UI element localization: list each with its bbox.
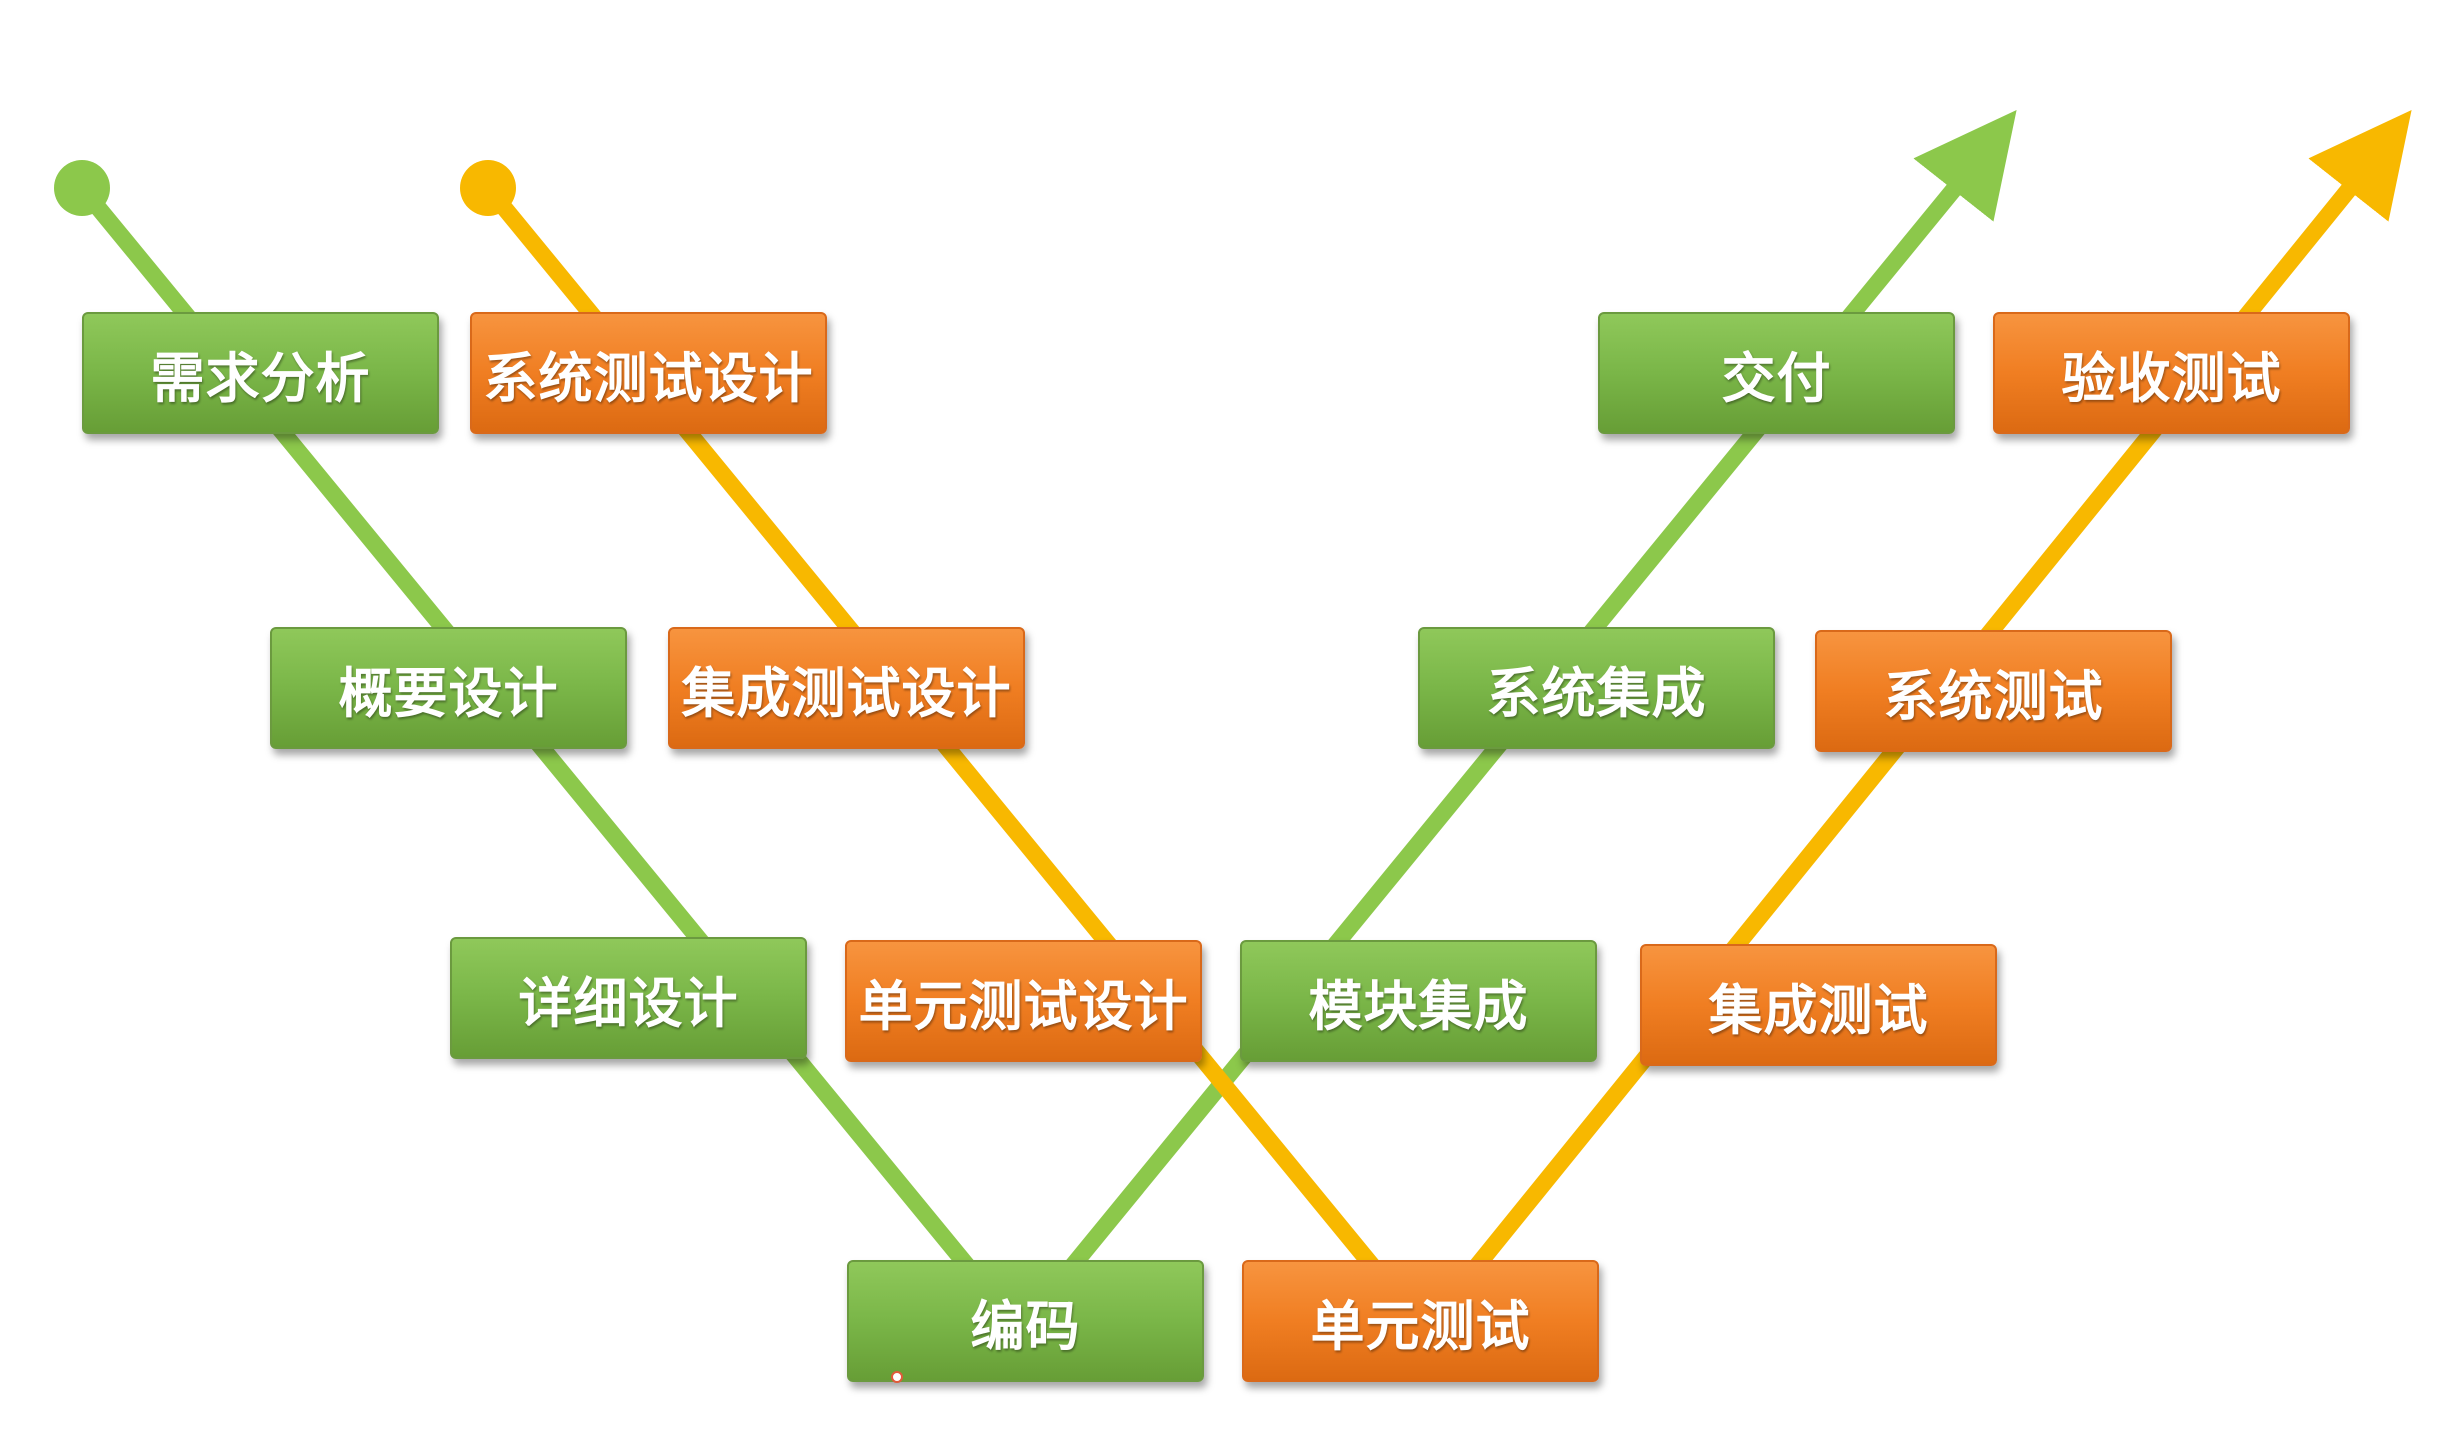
box-high-level-design: 概要设计	[270, 627, 627, 749]
box-system-integration: 系统集成	[1418, 627, 1775, 749]
box-requirements-analysis: 需求分析	[82, 312, 439, 434]
box-delivery: 交付	[1598, 312, 1955, 434]
green-arrow-shaft	[1913, 109, 2017, 222]
box-system-test: 系统测试	[1815, 630, 2172, 752]
cursor-marker	[891, 1371, 903, 1383]
box-module-integration: 模块集成	[1240, 940, 1597, 1062]
box-acceptance-test: 验收测试	[1993, 312, 2350, 434]
box-system-test-design: 系统测试设计	[470, 312, 827, 434]
yellow-start-dot	[460, 160, 516, 216]
box-integration-test-design: 集成测试设计	[668, 627, 1025, 749]
yellow-arrow-shaft	[2308, 109, 2412, 222]
box-integration-test: 集成测试	[1640, 944, 1997, 1066]
box-detailed-design: 详细设计	[450, 937, 807, 1059]
box-coding: 编码	[847, 1260, 1204, 1382]
box-unit-test-design: 单元测试设计	[845, 940, 1202, 1062]
green-start-dot	[54, 160, 110, 216]
box-unit-test: 单元测试	[1242, 1260, 1599, 1382]
